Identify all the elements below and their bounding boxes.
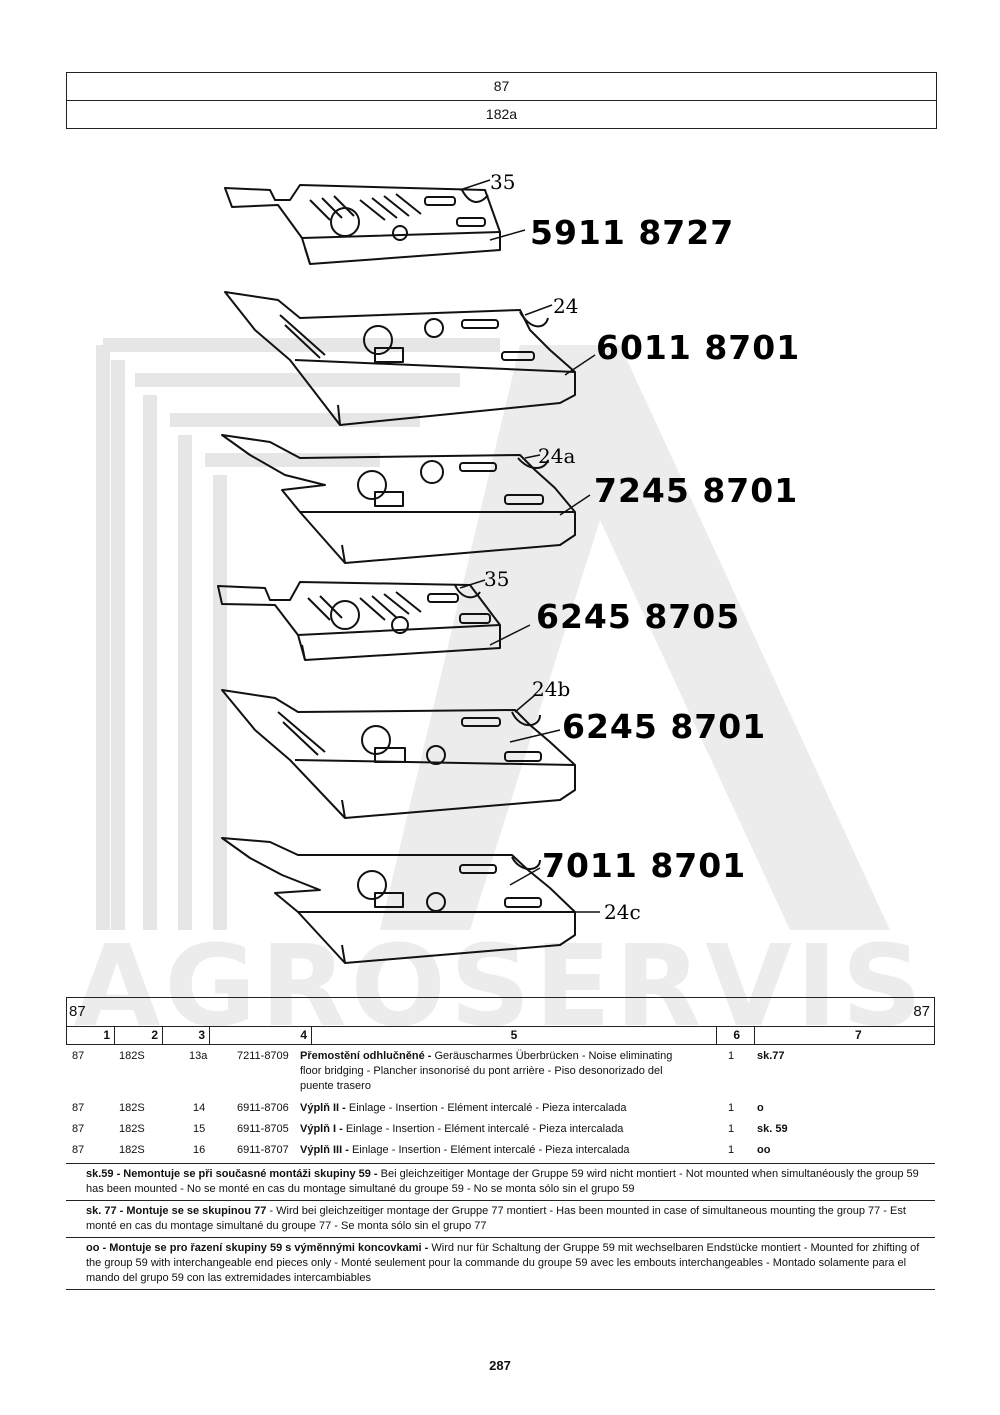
row-desc-1: Einlage - Insertion - Elément intercalé … (348, 1102, 627, 1114)
row-desc: Výplň I - Einlage - Insertion - Elément … (300, 1122, 623, 1137)
table-row: 87 182S 16 6911-8707 Výplň III - Einlage… (66, 1143, 935, 1164)
row-col1: 87 (72, 1050, 85, 1062)
row-col4: 6911-8707 (237, 1144, 289, 1156)
row-col2: 182S (119, 1102, 145, 1114)
ref-label-3: 24a (538, 444, 576, 468)
part-plate-6011-8701 (224, 291, 576, 426)
row-col2: 182S (119, 1123, 145, 1135)
footnote-title: sk. 77 - Montuje se se skupinou 77 (86, 1205, 267, 1217)
row-qty: 1 (728, 1050, 735, 1062)
footnote-oo: oo - Montuje se pro řazení skupiny 59 s … (66, 1238, 935, 1290)
row-col3: 16 (193, 1144, 206, 1156)
row-desc-1: Geräuscharmes Überbrücken - Noise elimin… (434, 1050, 673, 1062)
footnote-text: Wird nur für Schaltung der Gruppe 59 mit… (431, 1242, 920, 1254)
part-number-4: 6245 8705 (536, 597, 741, 636)
row-col4: 6911-8706 (237, 1102, 289, 1114)
group-header: 87 (66, 72, 937, 101)
part-number-3: 7245 8701 (594, 471, 799, 510)
ref-label-1: 35 (490, 170, 516, 194)
row-col4: 6911-8705 (237, 1123, 289, 1135)
row-desc-1: Einlage - Insertion - Elément intercalé … (345, 1123, 624, 1135)
footnote-title: sk.59 - Nemontuje se při současné montáž… (86, 1168, 378, 1180)
footnote-title: oo - Montuje se pro řazení skupiny 59 s … (86, 1242, 429, 1254)
ref-label-4: 35 (484, 567, 510, 591)
table-header: 1 2 3 4 5 6 7 (66, 1027, 935, 1045)
footnote-sk59: sk.59 - Nemontuje se při současné montáž… (66, 1164, 935, 1201)
footnote-text-2: has been mounted - No se monté en cas du… (86, 1183, 635, 1195)
row-col2: 182S (119, 1050, 145, 1062)
table-row: 87 182S 14 6911-8706 Výplň II - Einlage … (66, 1101, 935, 1122)
part-number-5: 6245 8701 (562, 707, 767, 746)
part-plate-7011-8701 (221, 837, 576, 964)
row-col1: 87 (72, 1102, 85, 1114)
parts-table: 87 87 1 2 3 4 5 6 7 87 182S 13a 7211-870… (66, 997, 935, 1290)
footnote-text-3: mando del grupo 59 con las extremidades … (86, 1272, 371, 1284)
row-col3: 13a (189, 1050, 208, 1062)
row-note: sk.77 (757, 1050, 785, 1062)
row-name: Výplň I - (300, 1123, 343, 1135)
row-qty: 1 (728, 1102, 735, 1114)
parts-diagram (217, 179, 600, 964)
row-desc: Výplň III - Einlage - Insertion - Elémen… (300, 1143, 630, 1158)
row-col2: 182S (119, 1144, 145, 1156)
table-row: 87 182S 13a 7211-8709 Přemostění odhlučn… (66, 1049, 935, 1101)
row-col1: 87 (72, 1123, 85, 1135)
row-name: Výplň III - (300, 1144, 349, 1156)
part-number-6: 7011 8701 (542, 846, 747, 885)
ref-label-6: 24c (604, 900, 641, 924)
col-header-4: 4 (210, 1027, 312, 1044)
table-group-row: 87 87 (66, 997, 935, 1027)
footnote-text: - Wird bei gleichzeitiger montage der Gr… (269, 1205, 906, 1217)
page-number: 287 (489, 1358, 511, 1373)
col-header-3: 3 (163, 1027, 210, 1044)
col-header-5: 5 (312, 1027, 717, 1044)
col-header-1: 1 (67, 1027, 115, 1044)
row-col3: 14 (193, 1102, 206, 1114)
watermark-text: AGROSERVIS (74, 922, 927, 1052)
row-desc: Přemostění odhlučněné - Geräuscharmes Üb… (300, 1049, 700, 1094)
row-name: Přemostění odhlučněné - (300, 1050, 432, 1062)
part-plate-6245-8705 (217, 581, 501, 661)
part-number-2: 6011 8701 (596, 328, 801, 367)
subgroup-header: 182a (66, 101, 937, 129)
row-desc-2: floor bridging - Plancher insonorisé du … (300, 1065, 663, 1077)
row-note: sk. 59 (757, 1123, 788, 1135)
row-name: Výplň II - (300, 1102, 346, 1114)
group-left: 87 (69, 1003, 86, 1020)
row-note: oo (757, 1144, 771, 1156)
col-header-2: 2 (115, 1027, 163, 1044)
row-note: o (757, 1102, 764, 1114)
row-col4: 7211-8709 (237, 1050, 289, 1062)
footnote-text-2: the group 59 with interchangeable end pi… (86, 1257, 907, 1269)
part-plate-5911-8727 (224, 184, 501, 265)
table-row: 87 182S 15 6911-8705 Výplň I - Einlage -… (66, 1122, 935, 1143)
ref-label-5: 24b (532, 677, 571, 701)
row-desc-3: puente trasero (300, 1080, 371, 1092)
row-qty: 1 (728, 1123, 735, 1135)
part-plate-7245-8701 (221, 434, 576, 564)
part-plate-6245-8701 (221, 689, 576, 819)
footnote-sk77: sk. 77 - Montuje se se skupinou 77 - Wir… (66, 1201, 935, 1238)
col-header-7: 7 (855, 1028, 862, 1042)
footnote-text-2: monté en cas du montage simultané du gro… (86, 1220, 487, 1232)
row-desc-1: Einlage - Insertion - Elément intercalé … (351, 1144, 630, 1156)
row-qty: 1 (728, 1144, 735, 1156)
ref-label-2: 24 (553, 294, 579, 318)
footnote-text: Bei gleichzeitiger Montage der Gruppe 59… (380, 1168, 919, 1180)
group-right: 87 (913, 1003, 930, 1020)
row-desc: Výplň II - Einlage - Insertion - Elément… (300, 1101, 627, 1116)
part-number-1: 5911 8727 (530, 213, 735, 252)
col-header-6: 6 (717, 1027, 755, 1044)
row-col3: 15 (193, 1123, 206, 1135)
row-col1: 87 (72, 1144, 85, 1156)
